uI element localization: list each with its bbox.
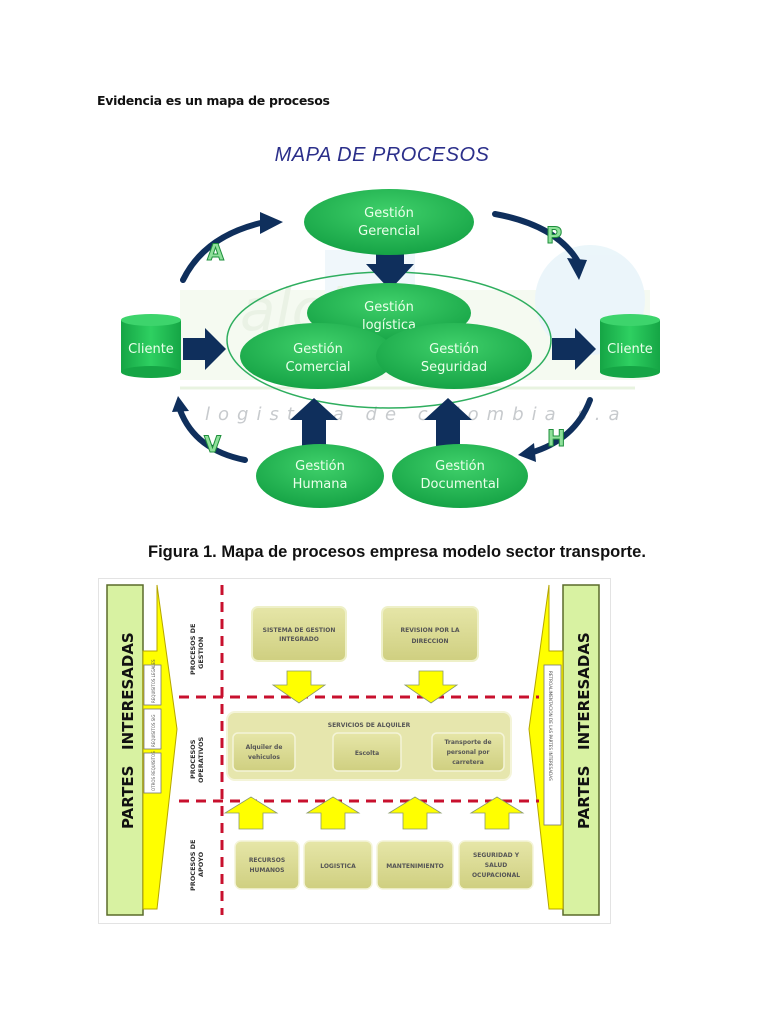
svg-text:PARTES INTERESADAS: PARTES INTERESADAS bbox=[575, 632, 593, 829]
svg-text:OCUPACIONAL: OCUPACIONAL bbox=[472, 872, 520, 879]
svg-text:MANTENIMIENTO: MANTENIMIENTO bbox=[386, 863, 444, 870]
arrow-right-right-client-icon bbox=[552, 328, 596, 370]
svg-text:Humana: Humana bbox=[293, 477, 348, 492]
letter-h: H bbox=[547, 427, 565, 452]
transport-process-map: PARTES INTERESADAS REQUISITOS LEGALES RE… bbox=[98, 578, 611, 924]
svg-text:SEGURIDAD Y: SEGURIDAD Y bbox=[473, 852, 520, 859]
pdca-arrows bbox=[177, 211, 593, 463]
svg-text:Gerencial: Gerencial bbox=[358, 224, 420, 239]
svg-text:SERVICIOS DE ALQUILER: SERVICIOS DE ALQUILER bbox=[328, 722, 411, 729]
svg-text:Alquiler de: Alquiler de bbox=[246, 744, 283, 751]
svg-text:LOGISTICA: LOGISTICA bbox=[320, 863, 356, 870]
svg-text:Cliente: Cliente bbox=[128, 342, 174, 357]
node-comercial: Gestión Comercial bbox=[240, 323, 396, 389]
process-map-figure: alob logistica de colombia s.a A P H V G… bbox=[121, 189, 660, 508]
svg-text:INTEGRADO: INTEGRADO bbox=[279, 636, 319, 643]
svg-text:Gestión: Gestión bbox=[293, 342, 343, 357]
box-transporte-personal: Transporte de personal por carretera bbox=[431, 732, 505, 772]
up-arrow-icon bbox=[469, 796, 525, 830]
arrow-a-icon bbox=[180, 219, 268, 283]
box-recursos-humanos: RECURSOS HUMANOS bbox=[234, 840, 300, 890]
letter-p: P bbox=[546, 224, 562, 249]
svg-text:DIRECCION: DIRECCION bbox=[411, 638, 448, 645]
node-humana: Gestión Humana bbox=[256, 444, 384, 508]
arrow-right-left-client-icon bbox=[183, 328, 226, 370]
svg-text:Gestión: Gestión bbox=[429, 342, 479, 357]
row-label-operativos-2: OPERATIVOS bbox=[197, 736, 205, 783]
feedback-box: RETROALIMENTACION DE LAS PARTES INTERESA… bbox=[543, 664, 562, 826]
svg-text:SISTEMA DE GESTION: SISTEMA DE GESTION bbox=[263, 627, 336, 634]
arrow-up-humana-icon bbox=[290, 398, 338, 456]
down-arrows bbox=[271, 670, 459, 704]
down-arrow-icon bbox=[271, 670, 327, 704]
arrow-v-head-icon bbox=[172, 396, 189, 412]
svg-text:Escolta: Escolta bbox=[355, 750, 379, 757]
map-title: MAPA DE PROCESOS bbox=[274, 144, 490, 166]
svg-text:Gestión: Gestión bbox=[364, 206, 414, 221]
box-logistica: LOGISTICA bbox=[303, 840, 373, 890]
up-arrow-icon bbox=[223, 796, 279, 830]
node-cliente-left: Cliente bbox=[121, 314, 181, 378]
row-label-gestion-2: GESTION bbox=[197, 637, 205, 669]
flow-arrows bbox=[183, 248, 596, 456]
arrow-down-icon bbox=[366, 248, 414, 290]
document-heading: Evidencia es un mapa de procesos bbox=[97, 93, 330, 108]
svg-text:REVISION POR LA: REVISION POR LA bbox=[400, 627, 459, 634]
up-arrow-icon bbox=[387, 796, 443, 830]
svg-text:RECURSOS: RECURSOS bbox=[249, 857, 285, 864]
section-dividers bbox=[179, 585, 539, 915]
svg-text:Transporte de: Transporte de bbox=[444, 739, 491, 746]
node-cliente-right: Cliente bbox=[600, 314, 660, 378]
letter-v: V bbox=[204, 433, 221, 458]
svg-text:carretera: carretera bbox=[452, 759, 484, 766]
req-sig: REQUISITOS SIG bbox=[151, 714, 156, 747]
row-label-apoyo-1: PROCESOS DE bbox=[189, 840, 197, 892]
box-sistema-gestion: SISTEMA DE GESTION INTEGRADO bbox=[251, 606, 347, 662]
row-label-apoyo-2: APOYO bbox=[197, 851, 205, 877]
req-legales: REQUISITOS LEGALES bbox=[151, 659, 156, 703]
svg-text:HUMANOS: HUMANOS bbox=[250, 867, 285, 874]
arrow-v-icon bbox=[177, 407, 248, 463]
svg-text:Gestión: Gestión bbox=[295, 459, 345, 474]
arrow-p-icon bbox=[492, 211, 580, 263]
arrow-p-head-icon bbox=[567, 258, 587, 280]
svg-text:Seguridad: Seguridad bbox=[421, 360, 487, 375]
svg-text:personal por: personal por bbox=[447, 749, 490, 756]
node-gerencial: Gestión Gerencial bbox=[304, 189, 474, 255]
arrow-up-documental-icon bbox=[424, 398, 472, 456]
down-arrow-icon bbox=[403, 670, 459, 704]
node-seguridad: Gestión Seguridad bbox=[376, 323, 532, 389]
svg-text:vehiculos: vehiculos bbox=[248, 754, 280, 761]
req-otros: OTROS REQUISITOS bbox=[151, 751, 156, 791]
box-mantenimiento: MANTENIMIENTO bbox=[376, 840, 454, 890]
right-stakeholders-band: PARTES INTERESADAS bbox=[562, 584, 600, 916]
svg-text:Gestión: Gestión bbox=[435, 459, 485, 474]
svg-text:Gestión: Gestión bbox=[364, 300, 414, 315]
arrow-h-icon bbox=[527, 397, 593, 456]
svg-text:Cliente: Cliente bbox=[607, 342, 653, 357]
arrow-a-head-icon bbox=[260, 212, 283, 234]
box-alquiler-vehiculos: Alquiler de vehiculos bbox=[232, 732, 296, 772]
row-label-operativos-1: PROCESOS bbox=[189, 739, 197, 779]
left-stakeholders-band: PARTES INTERESADAS bbox=[106, 584, 144, 916]
up-arrows bbox=[223, 796, 525, 830]
svg-text:Comercial: Comercial bbox=[285, 360, 350, 375]
box-revision-direccion: REVISION POR LA DIRECCION bbox=[381, 606, 479, 662]
box-escolta: Escolta bbox=[332, 732, 402, 772]
up-arrow-icon bbox=[305, 796, 361, 830]
svg-text:SALUD: SALUD bbox=[485, 862, 507, 869]
row-label-gestion-1: PROCESOS DE bbox=[189, 624, 197, 676]
requirements-boxes: REQUISITOS LEGALES REQUISITOS SIG OTROS … bbox=[143, 659, 162, 794]
node-documental: Gestión Documental bbox=[392, 444, 528, 508]
letter-a: A bbox=[207, 241, 224, 266]
svg-text:PARTES INTERESADAS: PARTES INTERESADAS bbox=[119, 632, 137, 829]
svg-text:logística: logística bbox=[362, 318, 416, 333]
svg-text:Documental: Documental bbox=[421, 477, 500, 492]
arrow-h-head-icon bbox=[518, 443, 536, 462]
svg-text:RETROALIMENTACION DE LAS PARTE: RETROALIMENTACION DE LAS PARTES INTERESA… bbox=[548, 671, 553, 781]
box-seguridad-salud: SEGURIDAD Y SALUD OCUPACIONAL bbox=[458, 840, 534, 890]
figure-caption: Figura 1. Mapa de procesos empresa model… bbox=[148, 543, 646, 561]
